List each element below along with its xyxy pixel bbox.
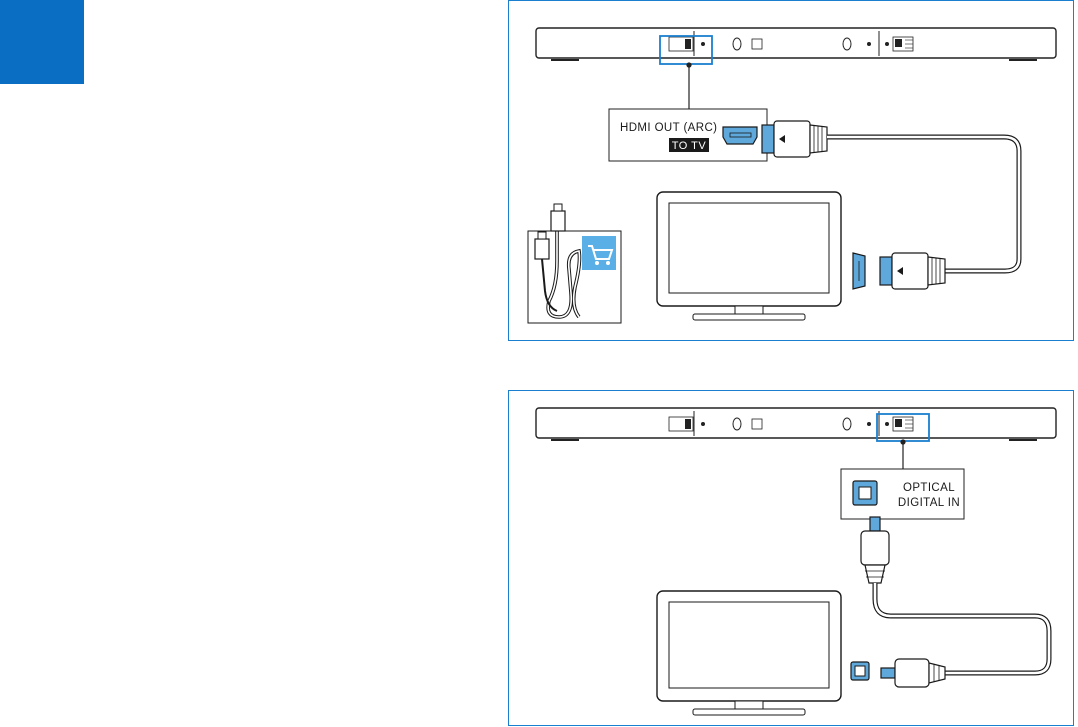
optical-plug-icon (861, 517, 889, 583)
optical-port-icon (853, 481, 877, 505)
tv-hdmi-port-icon (853, 253, 865, 289)
section-tab-marker (0, 0, 84, 84)
optical-plug-icon (881, 659, 945, 687)
hdmi-cable-accessory (528, 204, 621, 323)
hdmi-port-icon (723, 127, 757, 144)
hdmi-plug-icon (762, 121, 827, 157)
soundbar-icon (536, 408, 1056, 441)
tv-icon (657, 591, 841, 715)
optical-port-label-line2: DIGITAL IN (898, 497, 960, 509)
optical-connection-diagram: OPTICAL DIGITAL IN (508, 390, 1074, 726)
hdmi-port-callout: HDMI OUT (ARC) TO TV (609, 109, 767, 161)
hdmi-connection-diagram: HDMI OUT (ARC) TO TV (508, 0, 1074, 341)
hdmi-plug-icon (880, 253, 945, 289)
shopping-cart-icon (582, 236, 616, 270)
tv-optical-port-icon (851, 662, 869, 680)
soundbar-icon (536, 28, 1056, 61)
optical-port-callout: OPTICAL DIGITAL IN (841, 469, 964, 519)
optical-port-label-line1: OPTICAL (903, 482, 955, 494)
hdmi-port-label: HDMI OUT (ARC) (620, 122, 717, 134)
tv-icon (657, 192, 841, 320)
hdmi-port-tag: TO TV (672, 140, 707, 152)
